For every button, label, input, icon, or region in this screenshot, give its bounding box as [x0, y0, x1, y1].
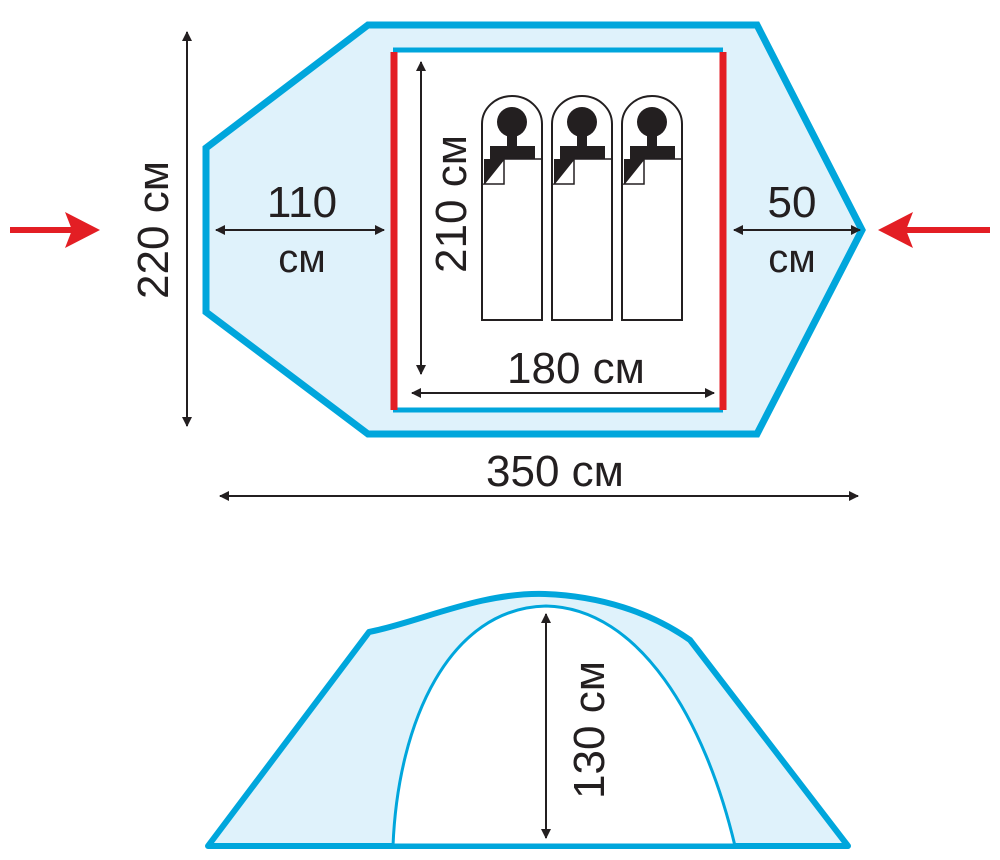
- inner-width-label: 180 см: [507, 344, 645, 393]
- vestibule-left-value: 110: [267, 178, 337, 227]
- height-label: 130 см: [565, 661, 614, 799]
- sleeping-bag-icon: [551, 95, 613, 321]
- entrance-arrow-right-icon: [878, 212, 990, 248]
- inner-length-label: 210 см: [427, 135, 476, 273]
- entrance-arrow-left-icon: [10, 212, 100, 248]
- sleeping-bag-icon: [621, 95, 683, 321]
- total-length-label: 350 см: [486, 447, 624, 496]
- total-width-label: 220 см: [129, 161, 178, 299]
- inner-tent-arch: [391, 604, 737, 848]
- sleeping-bag-icon: [481, 95, 543, 321]
- vestibule-right-value: 50: [768, 178, 817, 227]
- vestibule-right-unit: см: [768, 237, 816, 281]
- vestibule-left-unit: см: [278, 237, 326, 281]
